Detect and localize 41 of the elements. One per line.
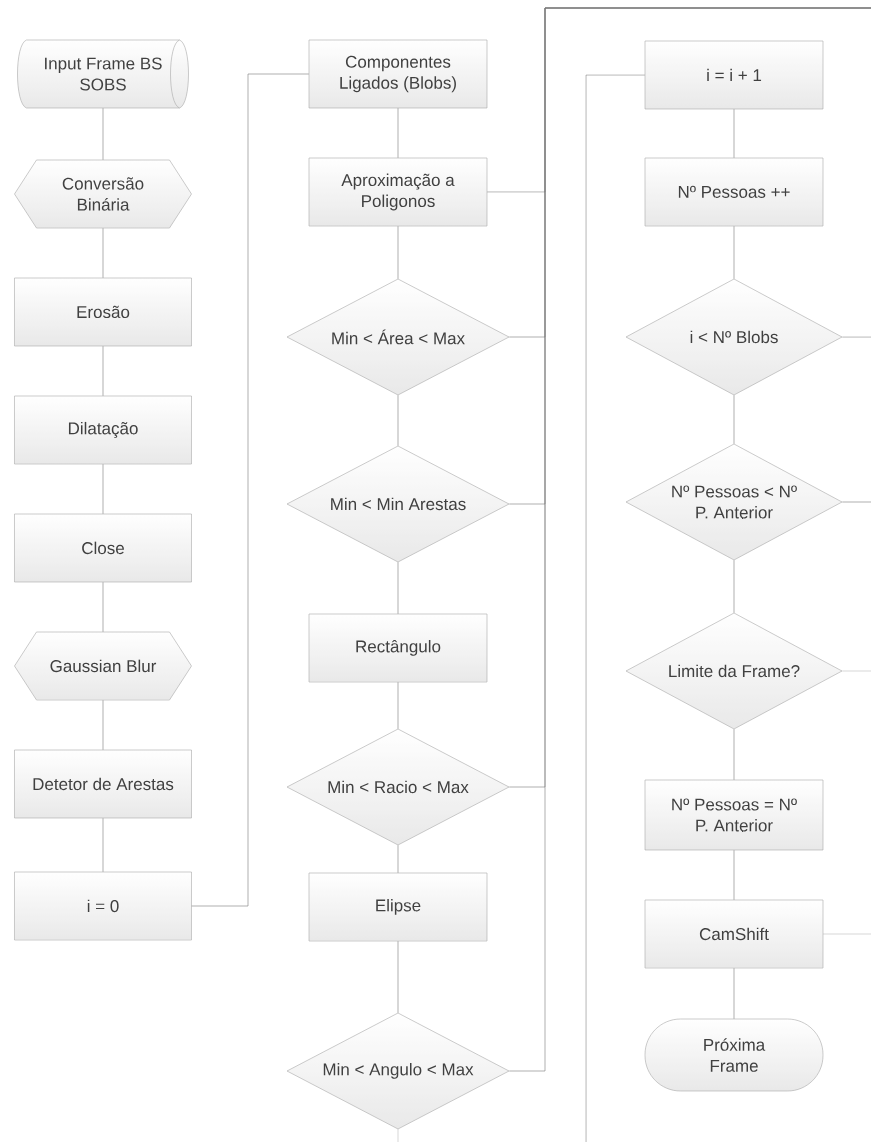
connector-line — [102, 463, 104, 515]
process-box: CamShift — [644, 899, 824, 969]
connector-line — [397, 107, 399, 159]
process-box: Detetor de Arestas — [14, 749, 192, 819]
connector-line — [397, 940, 399, 1014]
process-box: Elipse — [308, 872, 488, 942]
process-box: Nº Pessoas = Nº P. Anterior — [644, 779, 824, 851]
process-box: i = i + 1 — [644, 40, 824, 110]
connector-line — [841, 336, 871, 338]
connector-line — [733, 559, 735, 614]
connector-line — [397, 225, 399, 280]
process-box: Rectângulo — [308, 613, 488, 683]
process-box: i = 0 — [14, 871, 192, 941]
connector-line — [102, 817, 104, 873]
connector-line — [102, 581, 104, 633]
connector-line — [733, 394, 735, 445]
connector-line — [102, 107, 104, 161]
connector-line — [102, 699, 104, 751]
connector-line — [191, 73, 310, 907]
process-box: Dilatação — [14, 395, 192, 465]
process-box: Componentes Ligados (Blobs) — [308, 39, 488, 109]
connector-line — [508, 7, 871, 1072]
preparation-hexagon: Gaussian Blur — [14, 631, 192, 701]
process-box: Close — [14, 513, 192, 583]
preparation-hexagon: Conversão Binária — [14, 159, 192, 229]
connector-line — [733, 108, 735, 159]
connector-line — [733, 728, 735, 781]
connector-line — [397, 561, 399, 615]
process-box: Erosão — [14, 277, 192, 347]
connector-line — [585, 74, 646, 1142]
connector-line — [733, 849, 735, 901]
process-box: Aproximação a Poligonos — [308, 157, 488, 227]
connector-line — [397, 394, 399, 447]
process-box: Nº Pessoas ++ — [644, 157, 824, 227]
connector-line — [102, 345, 104, 397]
connector-line — [397, 681, 399, 730]
connector-line — [102, 227, 104, 279]
connector-line — [841, 501, 871, 503]
connector-line — [733, 225, 735, 280]
connector-line — [397, 844, 399, 874]
connector-line — [733, 967, 735, 1020]
